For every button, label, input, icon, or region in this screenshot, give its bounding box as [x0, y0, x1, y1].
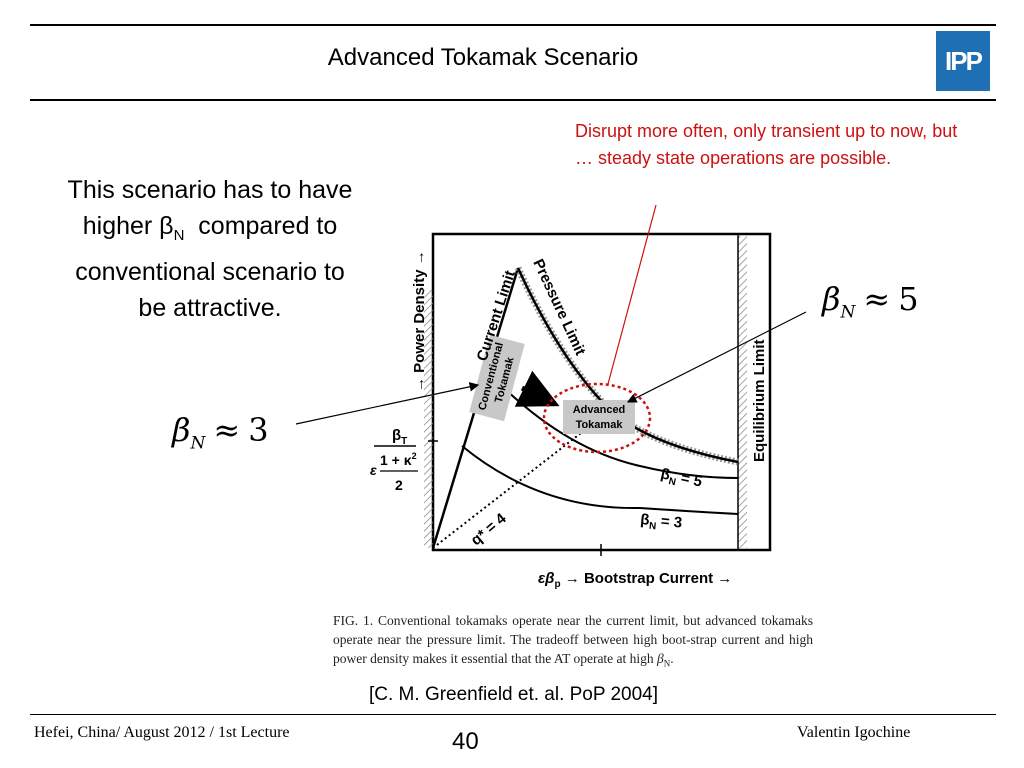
main-statement: This scenario has to have higher βN comp… [30, 172, 390, 326]
y-marker-fraction: βT ε 1 + κ2 2 [370, 427, 418, 493]
citation: [C. M. Greenfield et. al. PoP 2004] [369, 684, 659, 705]
y-marker-den1: 1 + κ2 [380, 451, 417, 468]
beta5-symbol: β [822, 280, 841, 318]
beta3-value: 3 [248, 411, 269, 449]
main-line-2-prefix: higher β [82, 212, 174, 240]
equilibrium-hatch [738, 236, 747, 548]
main-line-4: be attractive. [138, 294, 282, 322]
beta5-sub: N [840, 302, 856, 323]
top-rule [30, 24, 996, 26]
beta-n-5-formula: βN ≈5 [822, 279, 919, 332]
y-marker-den2: 2 [395, 477, 403, 493]
main-line-2: higher βN compared to [30, 208, 390, 254]
caption-text: FIG. 1. Conventional tokamaks operate ne… [333, 613, 813, 666]
caption-end: . [670, 651, 674, 666]
x-axis-label: εβp → Bootstrap Current → [538, 570, 732, 590]
main-line-2-sub: N [173, 227, 185, 244]
footer-author: Valentin Igochine [797, 724, 911, 741]
slide-title: Advanced Tokamak Scenario [327, 44, 639, 71]
y-marker-eps: ε [370, 462, 377, 478]
beta3-sub: N [190, 433, 206, 454]
equilibrium-limit-label: Equilibrium Limit [751, 339, 768, 462]
beta-n-5-label: βN = 5 [659, 465, 704, 493]
beta-n-3-curve [461, 445, 739, 515]
y-marker-num: βT [392, 427, 407, 447]
disruption-annotation: Disrupt more often, only transient up to… [575, 121, 958, 168]
advanced-tokamak-box [563, 400, 635, 434]
page-number: 40 [452, 728, 479, 755]
beta-n-3-formula: βN ≈3 [172, 410, 269, 463]
q-star-4-line [432, 425, 591, 549]
advanced-label-2: Tokamak [576, 419, 624, 431]
beta3-symbol: β [172, 411, 191, 449]
advanced-label-1: Advanced [573, 404, 626, 416]
beta3-approx: ≈ [213, 411, 241, 449]
beta5-pointer [626, 311, 807, 403]
caption-beta-sub: N [663, 658, 671, 669]
ipp-logo: IPP [936, 31, 990, 91]
beta5-approx: ≈ [863, 280, 891, 318]
transition-arrow [514, 370, 560, 407]
beta5-value: 5 [898, 280, 919, 318]
conventional-tokamak-box: Conventional Tokamak [469, 334, 525, 422]
beta-n-3-label: βN = 3 [639, 511, 682, 535]
header-rule [30, 99, 996, 101]
y-axis-hatch [424, 290, 433, 548]
main-line-3: conventional scenario to [75, 258, 345, 286]
footer-rule [30, 714, 996, 715]
y-axis-label: → Power Density → [411, 250, 428, 392]
figure-caption: FIG. 1. Conventional tokamaks operate ne… [333, 611, 813, 674]
caption-beta: β [657, 651, 664, 666]
annotation-pointer [607, 204, 657, 385]
footer-location: Hefei, China/ August 2012 / 1st Lecture [34, 724, 290, 741]
advanced-highlight-ellipse [542, 382, 652, 454]
main-line-2-suffix: compared to [184, 212, 338, 240]
beta3-pointer [295, 382, 480, 425]
main-line-1: This scenario has to have [67, 176, 353, 204]
